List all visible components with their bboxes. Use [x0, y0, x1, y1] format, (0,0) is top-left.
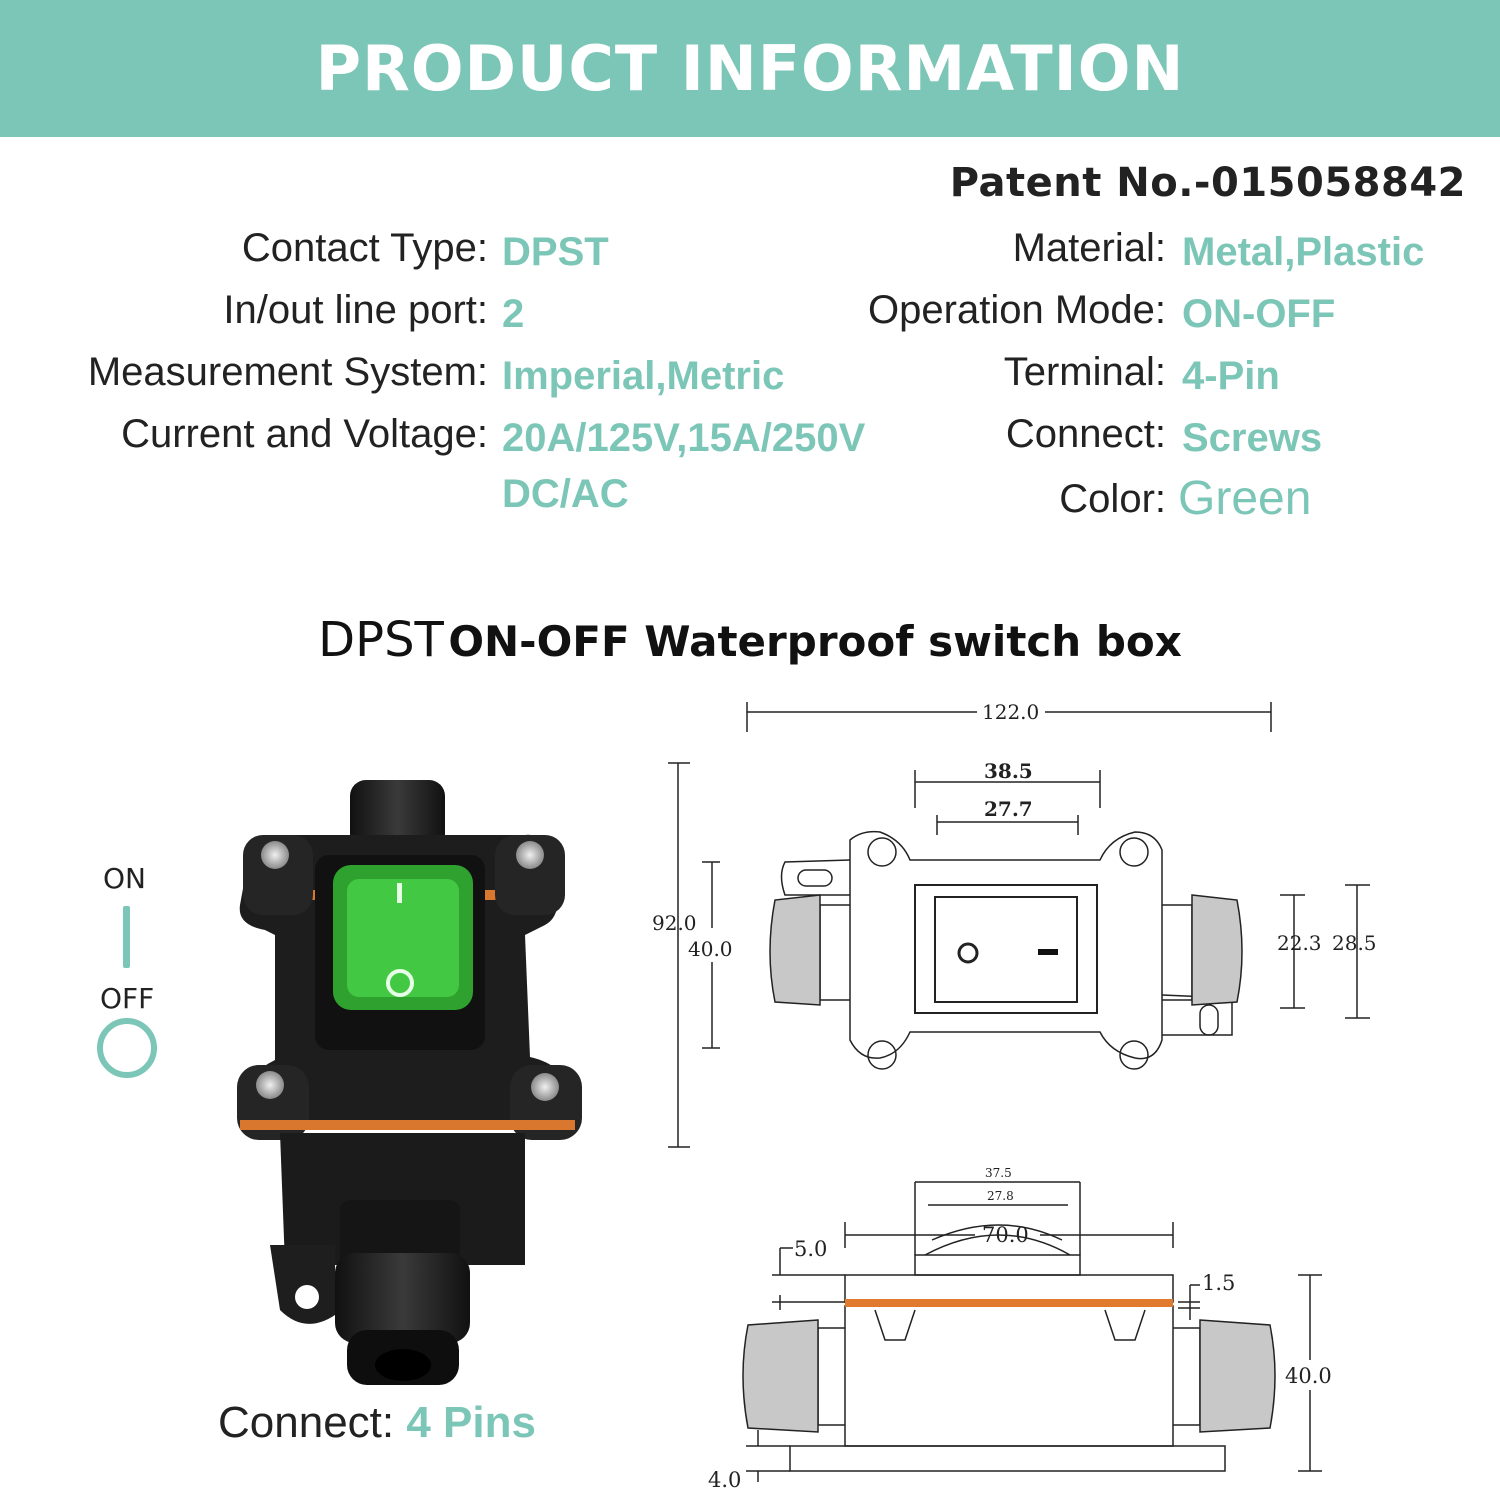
spec-value: Imperial,Metric	[502, 354, 785, 398]
on-symbol-icon	[123, 906, 130, 968]
spec-value: ON-OFF	[1182, 292, 1336, 336]
cable-gland	[335, 1253, 470, 1343]
spec-terminal: Terminal: 4-Pin	[0, 350, 1280, 400]
screw-icon	[261, 841, 289, 869]
spec-connect: Connect: Screws	[0, 412, 1322, 462]
off-symbol-icon	[97, 1018, 157, 1078]
dim-switch-outer: 38.5	[984, 759, 1033, 783]
top-view-drawing: 122.0 38.5 27.7 92.0 40.0 22.3 28.5	[652, 700, 1377, 1148]
spec-material: Material: Metal,Plastic	[0, 226, 1425, 276]
spec-label: Material:	[1012, 226, 1166, 270]
spec-value-line2: DC/AC	[502, 472, 629, 516]
screw-icon	[531, 1073, 559, 1101]
banner-title: PRODUCT INFORMATION	[315, 32, 1185, 105]
connect-caption-value: 4 Pins	[406, 1398, 536, 1447]
dim-side-top-outer: 37.5	[985, 1166, 1012, 1180]
header-banner: PRODUCT INFORMATION	[0, 0, 1500, 137]
dim-side-top-inner: 27.8	[987, 1189, 1014, 1203]
spec-color: Color: Green	[0, 472, 1311, 527]
spec-label: Terminal:	[1003, 350, 1166, 394]
spec-value: 20A/125V,15A/250V	[502, 416, 866, 460]
screw-icon	[516, 841, 544, 869]
spec-value: DPST	[502, 230, 609, 274]
spec-line-port: In/out line port: 2	[0, 288, 524, 338]
dim-switch-inner: 27.7	[984, 797, 1033, 821]
dim-top-width: 122.0	[982, 700, 1039, 724]
connect-caption: Connect: 4 Pins	[218, 1398, 536, 1448]
spec-value: 2	[502, 292, 525, 336]
spec-label: Measurement System:	[87, 350, 488, 394]
spec-label: Operation Mode:	[868, 288, 1166, 332]
subtitle-part2: ON-OFF Waterproof switch box	[448, 617, 1182, 666]
spec-value: 4-Pin	[1182, 354, 1280, 398]
spec-label: Current and Voltage:	[121, 412, 488, 456]
legend-on-label: ON	[103, 862, 146, 895]
spec-label: Connect:	[1005, 412, 1166, 456]
dim-body-height: 40.0	[688, 937, 733, 961]
subtitle-part1: DPST	[318, 612, 444, 668]
gasket-orange	[845, 1299, 1173, 1307]
legend-off-label: OFF	[100, 982, 155, 1015]
spec-label: In/out line port:	[223, 288, 488, 332]
connect-caption-label: Connect:	[218, 1398, 395, 1447]
spec-value: Screws	[1182, 416, 1323, 460]
dim-gland-outer: 28.5	[1332, 931, 1377, 955]
dim-side-lid: 5.0	[794, 1237, 827, 1261]
dim-total-height: 92.0	[652, 911, 697, 935]
dim-side-base: 4.0	[708, 1468, 741, 1492]
dim-gland-inner: 22.3	[1277, 931, 1322, 955]
spec-label: Contact Type:	[241, 226, 488, 270]
spec-contact-type: Contact Type: DPST	[0, 226, 609, 276]
spec-current-voltage: Current and Voltage: 20A/125V,15A/250V	[0, 412, 865, 462]
spec-operation-mode: Operation Mode: ON-OFF	[0, 288, 1335, 338]
dim-side-height: 40.0	[1285, 1364, 1332, 1388]
product-subtitle: DPST ON-OFF Waterproof switch box	[0, 612, 1500, 668]
spec-measurement-system: Measurement System: Imperial,Metric	[0, 350, 784, 400]
on-off-symbols	[97, 906, 157, 1078]
gasket-bottom	[240, 1120, 575, 1130]
side-view-drawing: 37.5 27.8 70.0 5.0 1.5 40.0 4.0	[708, 1166, 1332, 1492]
dim-side-gasket: 1.5	[1202, 1271, 1235, 1295]
spec-value: Green	[1178, 472, 1312, 525]
dim-side-width: 70.0	[982, 1223, 1029, 1247]
patent-number: Patent No.-015058842	[949, 160, 1466, 206]
spec-label: Color:	[1059, 477, 1166, 521]
spec-value: Metal,Plastic	[1182, 230, 1425, 274]
switch-box-photo	[237, 780, 582, 1385]
screw-icon	[256, 1071, 284, 1099]
